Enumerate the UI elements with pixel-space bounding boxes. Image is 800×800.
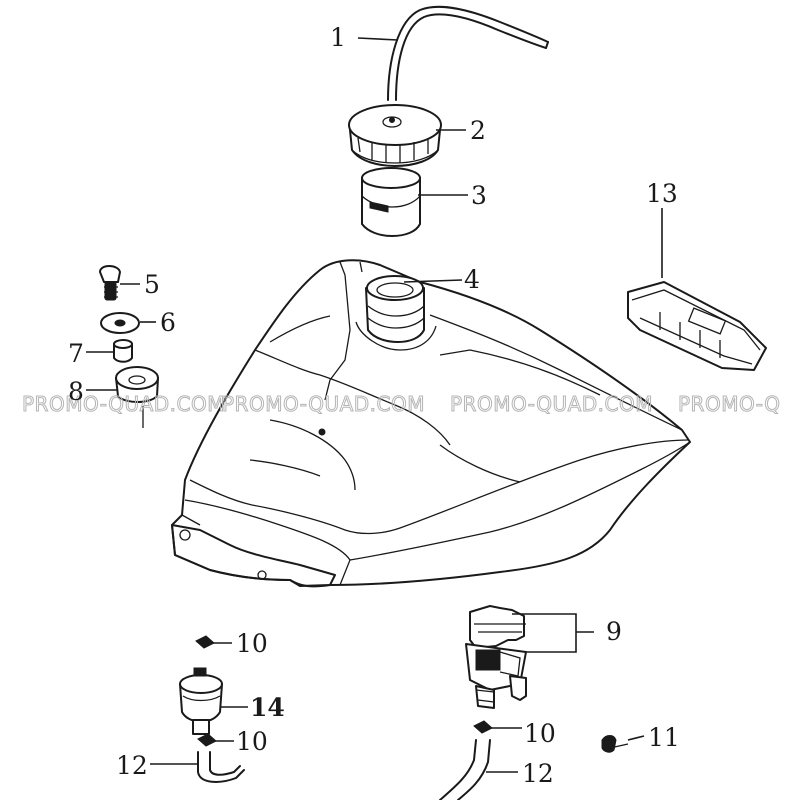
callout-11: 11 xyxy=(648,723,680,752)
part-5-bolt xyxy=(99,265,121,301)
part-12-fuel-hose-right xyxy=(439,739,491,800)
part-13-cushion-clip xyxy=(627,281,767,371)
callout-13: 13 xyxy=(646,179,678,208)
part-2-fuel-cap xyxy=(348,104,442,167)
callout-2: 2 xyxy=(470,116,486,145)
leader-11 xyxy=(627,735,645,741)
leader-1 xyxy=(357,37,399,41)
watermark-2: PROMO-QUAD.COM xyxy=(222,392,425,416)
part-1-breather-hose xyxy=(387,5,549,101)
part-10-hose-clamp-upper xyxy=(195,635,215,649)
part-11-screw xyxy=(601,735,629,753)
part-3-gasket-ring xyxy=(361,167,421,237)
watermark-3: PROMO-QUAD.COM xyxy=(450,392,653,416)
callout-10-upper: 10 xyxy=(236,629,268,658)
callout-10-middle: 10 xyxy=(236,727,268,756)
leader-9 xyxy=(512,613,577,653)
callout-9: 9 xyxy=(606,617,622,646)
part-9-fuel-valve xyxy=(465,605,527,709)
part-4-filler-neck xyxy=(355,275,437,351)
callout-1: 1 xyxy=(330,23,346,52)
part-8-rubber-damper xyxy=(115,366,159,428)
callout-10-right: 10 xyxy=(524,719,556,748)
callout-14: 14 xyxy=(250,693,285,722)
callout-5: 5 xyxy=(144,270,160,299)
part-10-hose-clamp-right xyxy=(473,720,493,734)
callout-4: 4 xyxy=(464,265,480,294)
callout-7: 7 xyxy=(68,339,84,368)
watermark-4: PROMO-Q xyxy=(678,392,780,416)
fuel-tank-body xyxy=(171,259,691,588)
part-12-fuel-hose-left xyxy=(197,751,245,783)
callout-8: 8 xyxy=(68,377,84,406)
callout-labels: 1 2 3 4 5 6 7 8 13 9 10 14 10 10 11 12 1… xyxy=(68,23,680,788)
leader-lines xyxy=(86,37,663,773)
part-14-fuel-filter xyxy=(179,667,223,735)
callout-12-left: 12 xyxy=(116,751,148,780)
part-7-collar xyxy=(113,339,133,363)
part-10-hose-clamp-middle xyxy=(197,733,217,747)
part-6-washer xyxy=(100,312,140,334)
watermark-1: PROMO-QUAD.COM xyxy=(22,392,225,416)
callout-12-right: 12 xyxy=(522,759,554,788)
watermark-row: PROMO-QUAD.COM PROMO-QUAD.COM PROMO-QUAD… xyxy=(22,392,781,417)
callout-3: 3 xyxy=(471,181,487,210)
callout-6: 6 xyxy=(160,308,176,337)
leader-4 xyxy=(403,279,463,283)
